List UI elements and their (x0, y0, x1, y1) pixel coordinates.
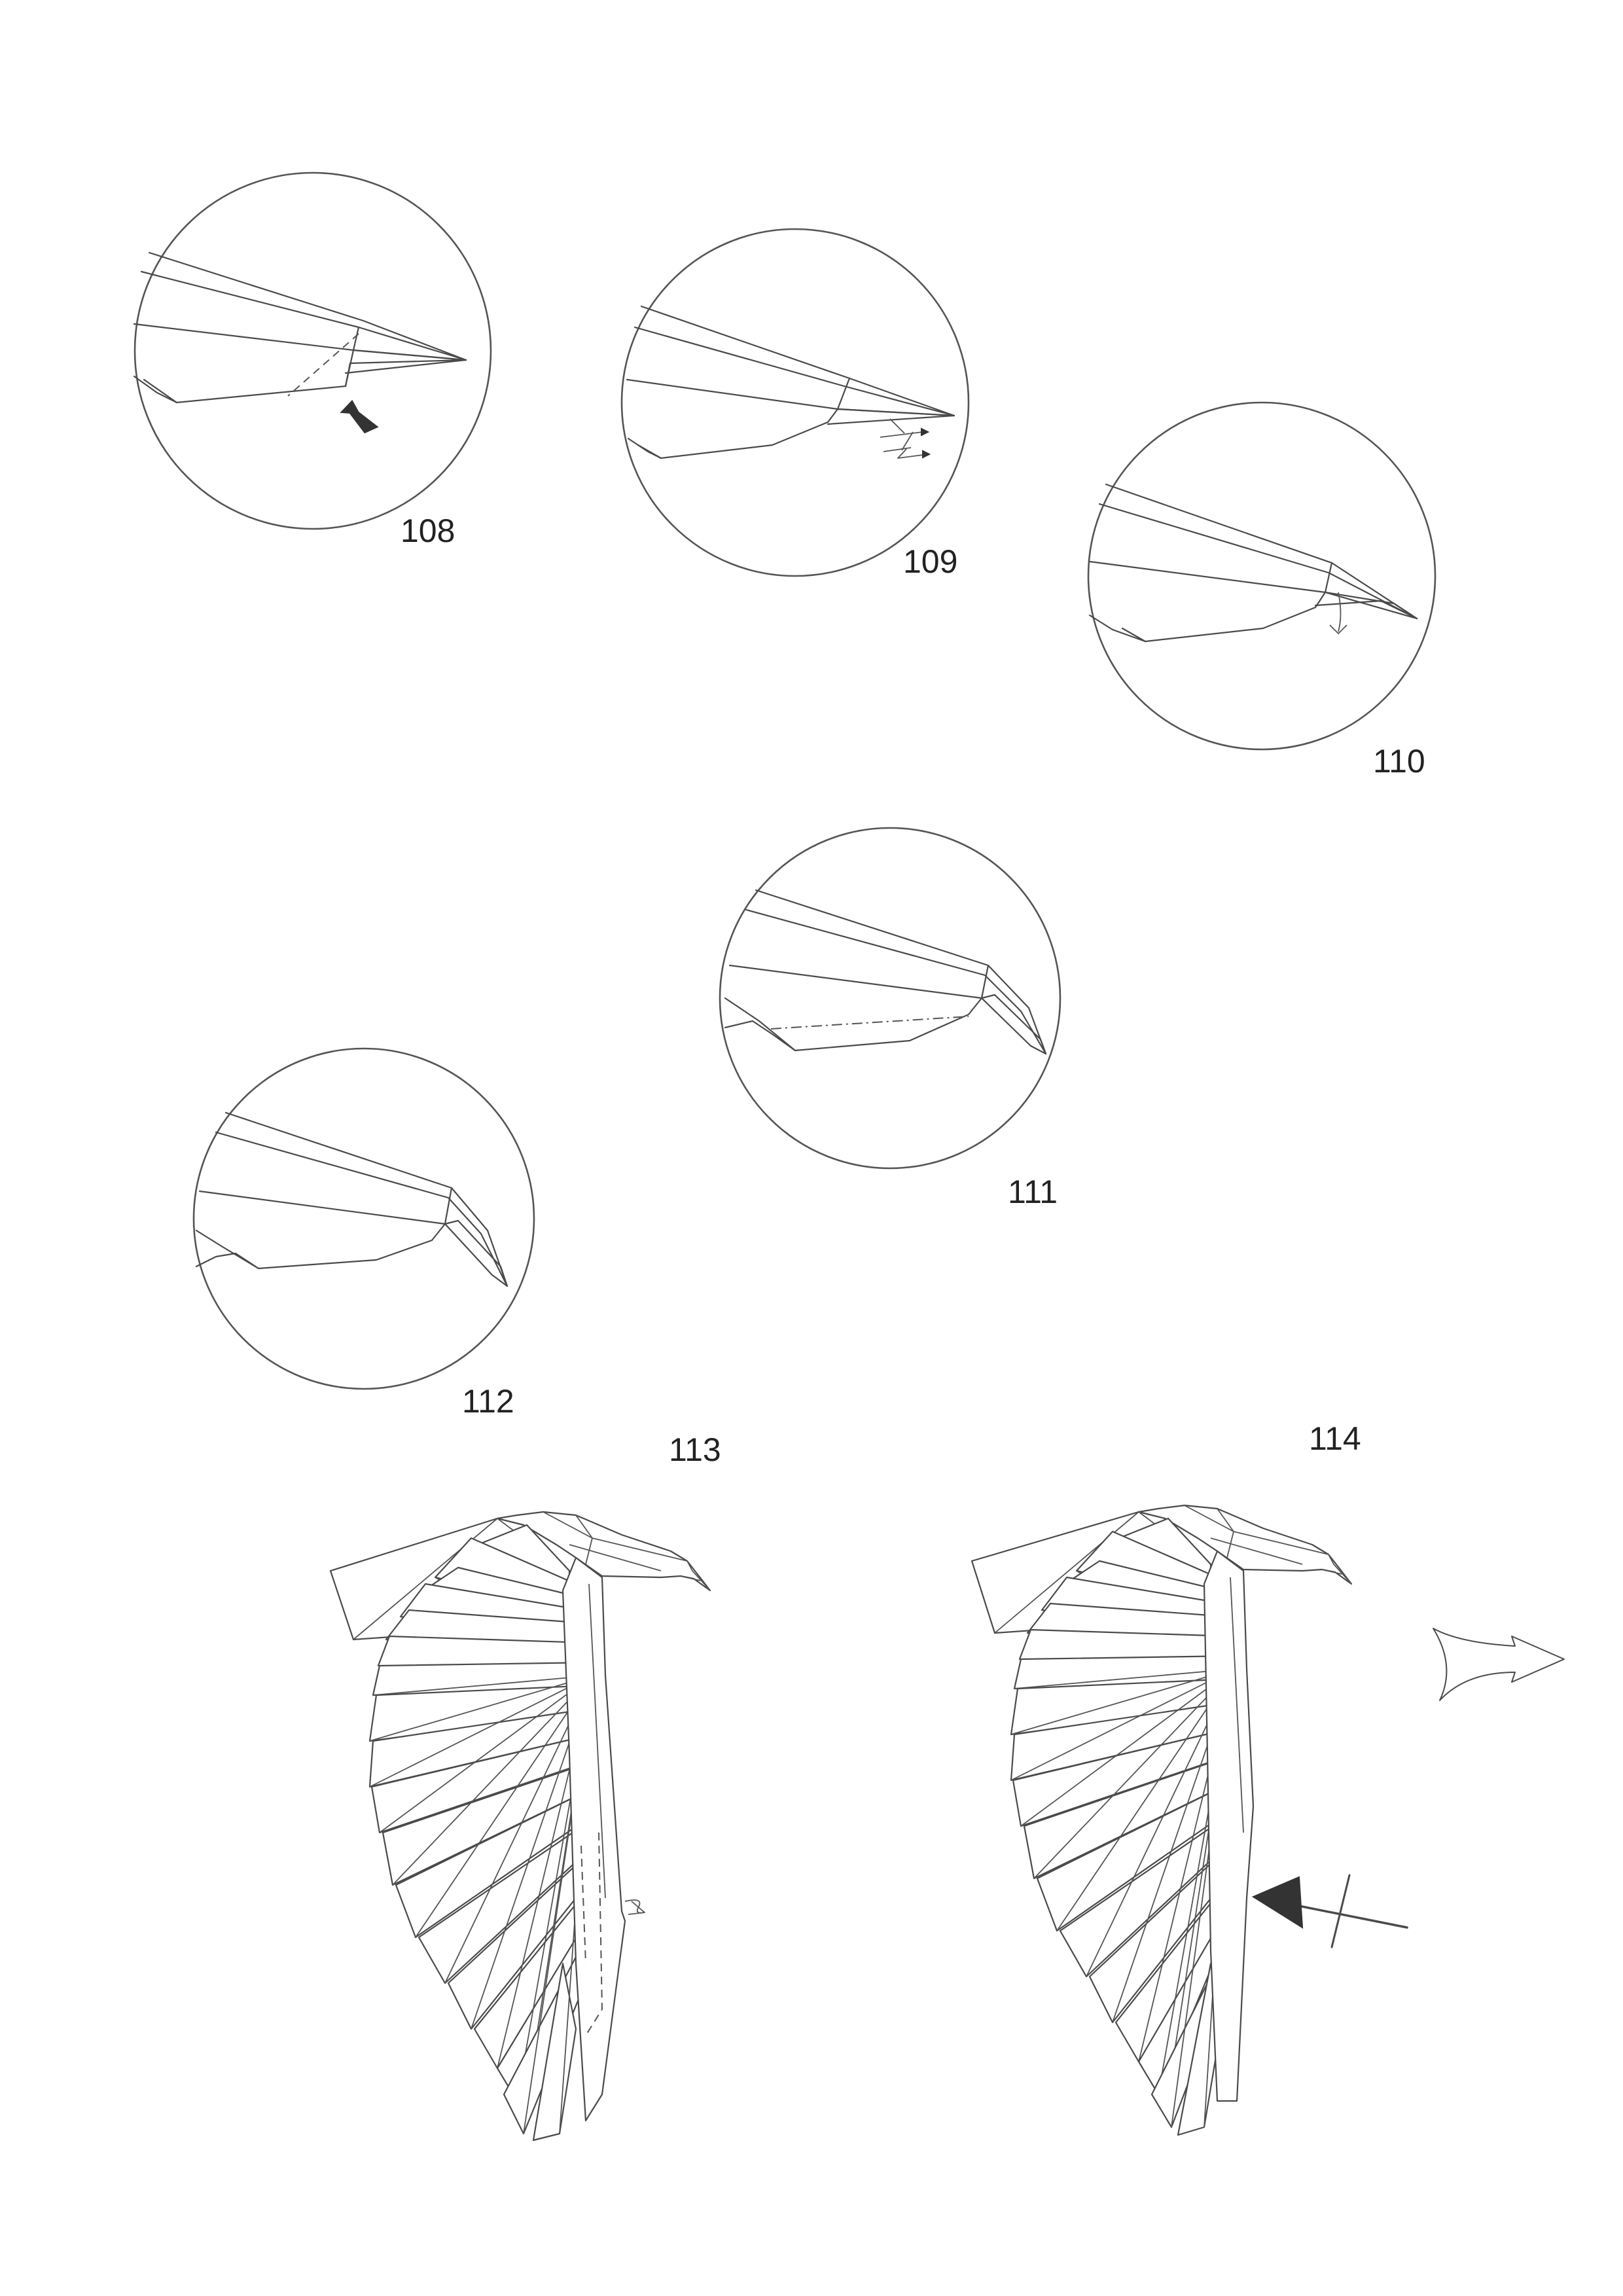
step-112-beak-drawing (195, 1111, 508, 1287)
step-114-number: 114 (1309, 1420, 1361, 1457)
step-113-number: 113 (669, 1431, 721, 1468)
step-111-detail (719, 827, 1061, 1170)
step-110-fold-arrow-icon (1338, 592, 1342, 632)
step-111-zoom-circle (719, 827, 1061, 1170)
step-111-beak-drawing (724, 889, 1047, 1055)
next-page-arrow-icon (1433, 1628, 1565, 1701)
step-110-beak-drawing (1088, 483, 1418, 643)
step-108-valley-fold-line (287, 333, 359, 397)
step-113-turn-over-icon (624, 1899, 645, 1915)
step-110-number: 110 (1373, 743, 1425, 780)
step-113-feather (532, 1962, 577, 2142)
step-112-detail (192, 1047, 535, 1390)
step-113-wing-drawing (329, 1511, 711, 2142)
step-108-zoom-circle (134, 171, 492, 530)
step-113-valley-fold-line (585, 1832, 603, 2036)
step-109-beak-drawing (626, 305, 955, 459)
step-109-number: 109 (903, 543, 957, 580)
step-108-beak-drawing (133, 251, 467, 404)
step-112-zoom-circle (192, 1047, 535, 1390)
step-111-mountain-fold-line (770, 1016, 969, 1030)
step-109-detail (620, 228, 970, 577)
step-114-wing-drawing (971, 1504, 1353, 2136)
step-110-detail (1087, 401, 1436, 751)
step-109-pleat-fold-icon (880, 418, 931, 459)
step-110-zoom-circle (1087, 401, 1436, 751)
step-114-push-arrow-icon (1251, 1874, 1408, 1948)
step-112-number: 112 (462, 1383, 514, 1420)
step-108-number: 108 (401, 512, 455, 549)
step-108-push-arrow-icon (340, 399, 379, 434)
step-108-detail (133, 171, 492, 530)
step-111-number: 111 (1008, 1174, 1058, 1210)
